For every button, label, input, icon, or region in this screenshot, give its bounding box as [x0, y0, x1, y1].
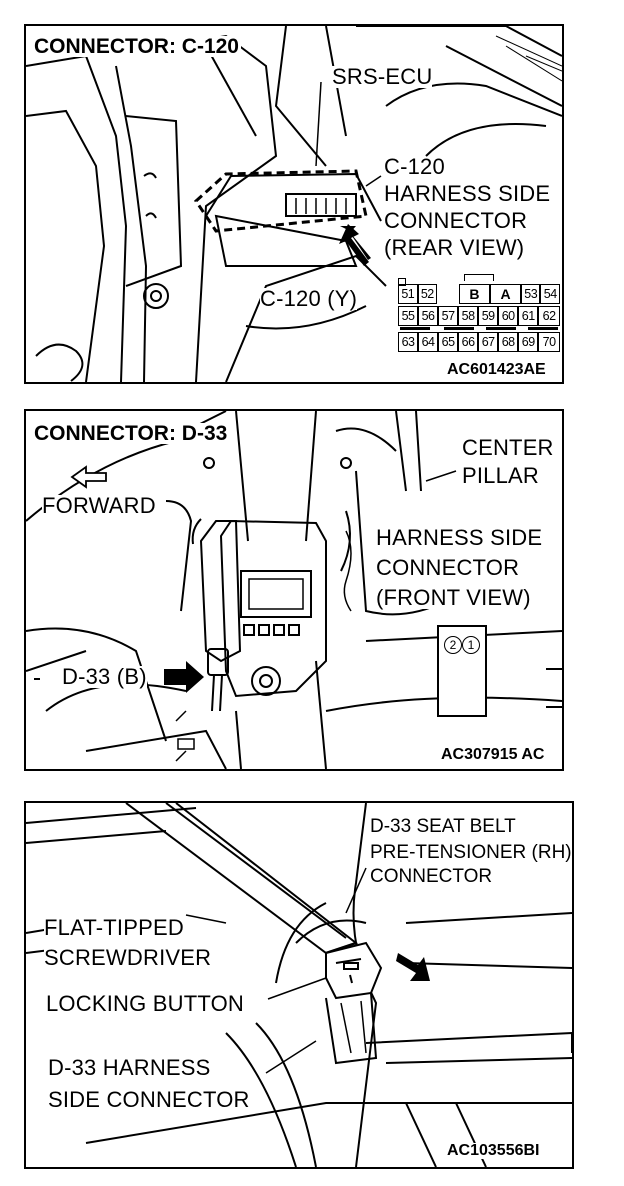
harness-label-line-2: SIDE CONNECTOR	[48, 1087, 250, 1112]
connector-label-line-3: CONNECTOR	[370, 866, 493, 887]
panel-locking-button: D-33 SEAT BELT PRE-TENSIONER (RH) CONNEC…	[24, 801, 574, 1169]
pillar-label-line-1: CENTER	[462, 435, 554, 460]
connector-id: D-33 (B)	[62, 664, 147, 689]
connector-label-line-2: PRE-TENSIONER (RH)	[370, 842, 572, 863]
pin-62: 62	[538, 306, 561, 326]
pin-68: 68	[498, 332, 519, 352]
pin-2: 2	[444, 636, 462, 654]
harness-label-line-1: D-33 HARNESS	[48, 1055, 211, 1080]
pin-61: 61	[518, 306, 539, 326]
c120-illustration	[26, 26, 562, 382]
pin-65: 65	[438, 332, 459, 352]
pin-55: 55	[398, 306, 419, 326]
pin-53: 53	[520, 284, 541, 304]
pin-69: 69	[518, 332, 539, 352]
harness-label-line-3: (FRONT VIEW)	[376, 585, 531, 610]
pillar-label-line-2: PILLAR	[462, 463, 540, 488]
pin-54: 54	[540, 284, 560, 304]
harness-label-line-2: CONNECTOR	[376, 555, 520, 580]
locking-button-label: LOCKING BUTTON	[46, 991, 244, 1016]
panel-connector-c120: CONNECTOR: C-120 SRS-ECU C-120 HARNESS S…	[24, 24, 564, 384]
forward-label: FORWARD	[42, 493, 156, 518]
pin-59: 59	[478, 306, 499, 326]
pin-a: A	[489, 284, 521, 304]
pin-gap	[437, 284, 458, 304]
figure-code: AC307915 AC	[440, 746, 546, 763]
pin-66: 66	[458, 332, 479, 352]
pin-63: 63	[398, 332, 419, 352]
pin-57: 57	[438, 306, 459, 326]
connector-label-line-3: CONNECTOR	[384, 208, 528, 233]
panel-title: CONNECTOR: C-120	[32, 35, 241, 58]
connector-label-line-1: C-120	[384, 154, 445, 179]
connector-label-line-4: (REAR VIEW)	[384, 235, 525, 260]
pin-51: 51	[398, 284, 418, 304]
pin-52: 52	[417, 284, 438, 304]
connector-id: C-120 (Y)	[260, 286, 358, 311]
figure-code: AC601423AE	[446, 361, 547, 378]
harness-label-line-1: HARNESS SIDE	[376, 525, 543, 550]
pin-b: B	[458, 284, 490, 304]
panel-connector-d33: CONNECTOR: D-33 CENTER PILLAR FORWARD HA…	[24, 409, 564, 771]
screwdriver-label-line-2: SCREWDRIVER	[44, 945, 212, 970]
pin-58: 58	[458, 306, 479, 326]
figure-code: AC103556BI	[446, 1142, 541, 1159]
pin-64: 64	[418, 332, 439, 352]
screwdriver-label-line-1: FLAT-TIPPED	[44, 915, 184, 940]
pin-67: 67	[478, 332, 499, 352]
c120-pin-diagram: 51 52 B A 53 54 55 56 57 58 59 60 61 62 …	[398, 274, 561, 354]
connector-label-line-1: D-33 SEAT BELT	[370, 816, 516, 837]
panel-title: CONNECTOR: D-33	[32, 422, 230, 445]
pin-70: 70	[538, 332, 561, 352]
pin-56: 56	[418, 306, 439, 326]
ecu-label: SRS-ECU	[332, 64, 433, 89]
connector-label-line-2: HARNESS SIDE	[384, 181, 551, 206]
pin-1: 1	[462, 636, 480, 654]
pin-60: 60	[498, 306, 519, 326]
